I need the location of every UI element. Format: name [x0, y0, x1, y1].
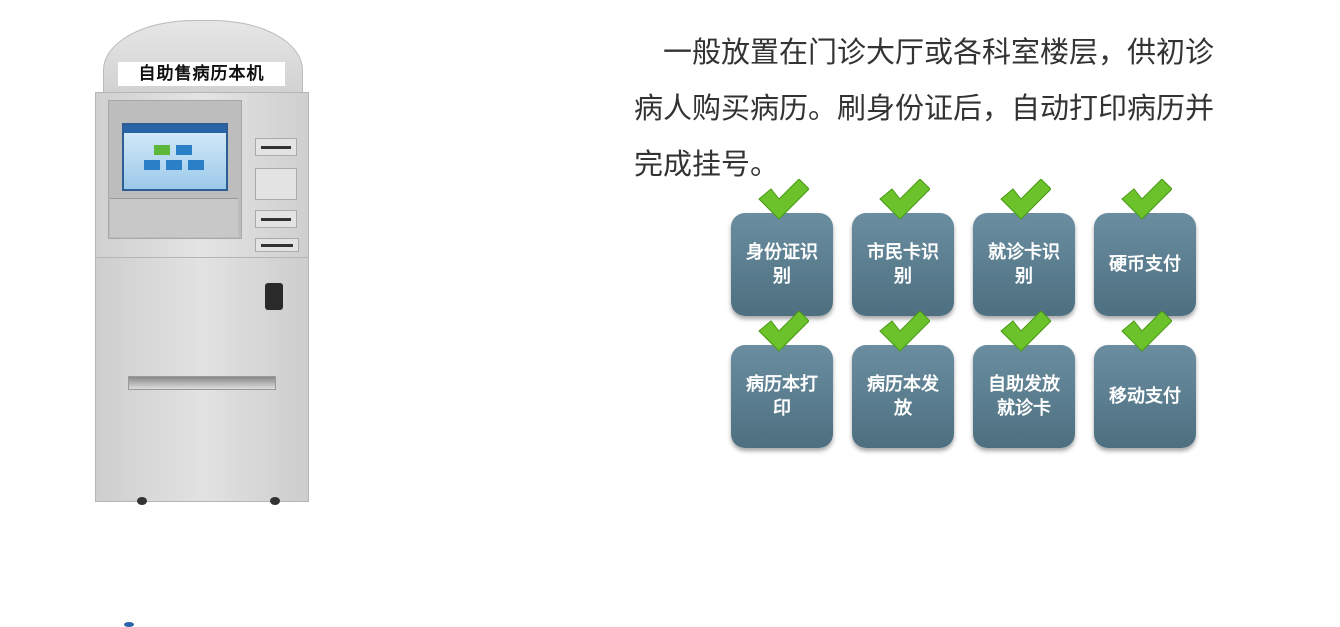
feature-label: 市民卡识别 — [867, 241, 939, 287]
output-slot — [128, 376, 276, 390]
description-line: 完成挂号。 — [634, 147, 780, 181]
feature-tile: 病历本发放 — [852, 345, 954, 448]
kiosk-sign: 自助售病历本机 — [118, 62, 285, 86]
receipt-slot — [255, 238, 299, 252]
checkmark-icon — [1000, 311, 1051, 352]
feature-tile: 身份证识别 — [731, 213, 833, 316]
feature-tile: 市民卡识别 — [852, 213, 954, 316]
kiosk-header — [103, 20, 303, 102]
kiosk-foot — [137, 497, 147, 505]
speaker-panel — [110, 198, 238, 237]
lock-icon — [265, 283, 283, 310]
feature-tile: 自助发放就诊卡 — [973, 345, 1075, 448]
feature-label: 硬币支付 — [1109, 253, 1181, 275]
checkmark-icon — [879, 311, 930, 352]
feature-tile: 硬币支付 — [1094, 213, 1196, 316]
checkmark-icon — [758, 179, 809, 220]
description-line: 病人购买病历。刷身份证后，自动打印病历并 — [634, 91, 1215, 125]
feature-label: 就诊卡识别 — [988, 241, 1060, 287]
checkmark-icon — [1000, 179, 1051, 220]
checkmark-icon — [1121, 179, 1172, 220]
feature-label: 病历本打印 — [746, 373, 818, 419]
feature-label: 病历本发放 — [867, 373, 939, 419]
feature-tile: 病历本打印 — [731, 345, 833, 448]
description-line: 一般放置在门诊大厅或各科室楼层，供初诊 — [634, 35, 1215, 69]
feature-tile: 就诊卡识别 — [973, 213, 1075, 316]
description-text: 一般放置在门诊大厅或各科室楼层，供初诊 病人购买病历。刷身份证后，自动打印病历并… — [634, 24, 1304, 192]
feature-label: 自助发放就诊卡 — [988, 373, 1060, 419]
feature-tile: 移动支付 — [1094, 345, 1196, 448]
coin-slot — [255, 168, 297, 200]
checkmark-icon — [758, 311, 809, 352]
checkmark-icon — [879, 179, 930, 220]
card-slot — [255, 138, 297, 156]
id-card-slot — [255, 210, 297, 228]
checkmark-icon — [1121, 311, 1172, 352]
kiosk-screen — [122, 123, 228, 627]
feature-label: 身份证识别 — [746, 241, 818, 287]
kiosk-foot — [270, 497, 280, 505]
feature-label: 移动支付 — [1109, 385, 1181, 407]
